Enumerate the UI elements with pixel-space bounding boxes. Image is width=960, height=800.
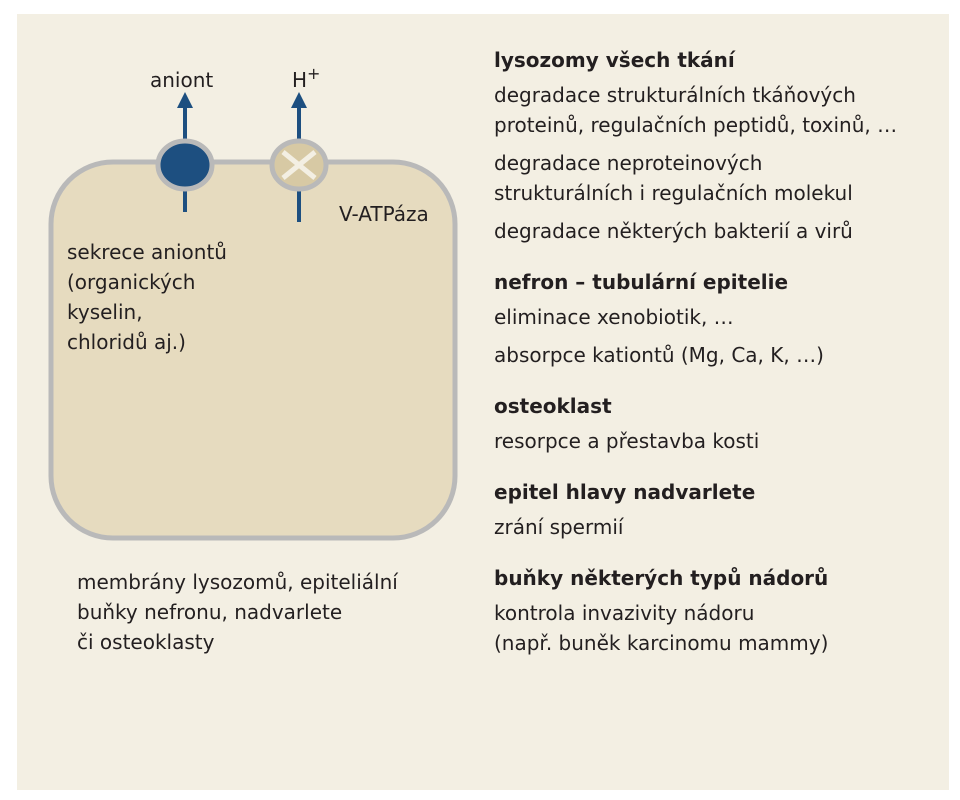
section-osteoclast: osteoklast resorpce a přestavba kosti bbox=[494, 393, 944, 456]
secretion-line: chloridů aj.) bbox=[67, 330, 186, 354]
function-line: degradace strukturálních tkáňových bbox=[494, 83, 856, 107]
function-item: zrání spermií bbox=[494, 512, 944, 542]
function-line: kontrola invazivity nádoru bbox=[494, 601, 755, 625]
secretion-label: sekrece aniontů (organických kyselin, ch… bbox=[67, 237, 227, 357]
section-nephron: nefron – tubulární epitelie eliminace xe… bbox=[494, 269, 944, 370]
function-item: absorpce kationtů (Mg, Ca, K, …) bbox=[494, 340, 944, 370]
vatpase-cross bbox=[281, 150, 317, 180]
caption-line: buňky nefronu, nadvarlete bbox=[77, 600, 343, 624]
function-item: degradace neproteinových strukturálních … bbox=[494, 148, 944, 208]
section-title: epitel hlavy nadvarlete bbox=[494, 480, 756, 504]
proton-label: H+ bbox=[292, 66, 320, 93]
function-item: kontrola invazivity nádoru (např. buněk … bbox=[494, 598, 944, 658]
anion-channel bbox=[155, 138, 215, 192]
location-caption: membrány lysozomů, epiteliální buňky nef… bbox=[77, 567, 477, 657]
function-line: (např. buněk karcinomu mammy) bbox=[494, 631, 829, 655]
function-item: degradace některých bakterií a virů bbox=[494, 216, 944, 246]
function-line: strukturálních i regulačních molekul bbox=[494, 181, 853, 205]
secretion-line: sekrece aniontů bbox=[67, 240, 227, 264]
vatpase-label: V-ATPáza bbox=[339, 202, 429, 226]
function-line: degradace některých bakterií a virů bbox=[494, 219, 853, 243]
caption-line: či osteoklasty bbox=[77, 630, 215, 654]
function-line: eliminace xenobiotik, … bbox=[494, 305, 734, 329]
function-line: degradace neproteinových bbox=[494, 151, 763, 175]
secretion-line: (organických bbox=[67, 270, 196, 294]
secretion-line: kyselin, bbox=[67, 300, 143, 324]
function-line: resorpce a přestavba kosti bbox=[494, 429, 760, 453]
proton-charge: + bbox=[307, 64, 321, 83]
cell-diagram bbox=[48, 92, 458, 541]
cell-body bbox=[48, 159, 458, 541]
section-title: buňky některých typů nádorů bbox=[494, 566, 829, 590]
section-title: nefron – tubulární epitelie bbox=[494, 270, 789, 294]
function-line: zrání spermií bbox=[494, 515, 624, 539]
function-line: absorpce kationtů (Mg, Ca, K, …) bbox=[494, 343, 824, 367]
function-list: lysozomy všech tkání degradace strukturá… bbox=[494, 47, 944, 681]
section-lysosomes: lysozomy všech tkání degradace strukturá… bbox=[494, 47, 944, 246]
function-item: resorpce a přestavba kosti bbox=[494, 426, 944, 456]
section-epididymis: epitel hlavy nadvarlete zrání spermií bbox=[494, 479, 944, 542]
caption-line: membrány lysozomů, epiteliální bbox=[77, 570, 398, 594]
section-tumors: buňky některých typů nádorů kontrola inv… bbox=[494, 565, 944, 658]
function-item: eliminace xenobiotik, … bbox=[494, 302, 944, 332]
function-item: degradace strukturálních tkáňových prote… bbox=[494, 80, 944, 140]
proton-symbol: H bbox=[292, 68, 308, 92]
section-title: osteoklast bbox=[494, 394, 612, 418]
section-title: lysozomy všech tkání bbox=[494, 48, 735, 72]
figure-panel: aniont H+ V-ATPáza sekrece aniontů (orga… bbox=[17, 14, 949, 790]
function-line: proteinů, regulačních peptidů, toxinů, … bbox=[494, 113, 898, 137]
anion-label: aniont bbox=[150, 68, 214, 92]
